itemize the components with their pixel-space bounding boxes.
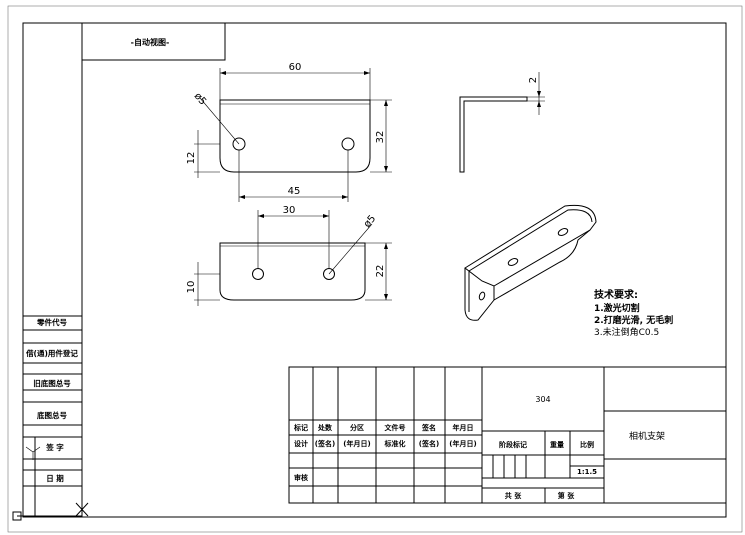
side-label-date: 日 期: [46, 473, 64, 483]
tech-item-3: 3.未注倒角C0.5: [594, 326, 659, 338]
tech-requirements: 技术要求: 1.激光切割 2.打磨光滑, 无毛刺 3.未注倒角C0.5: [594, 288, 673, 338]
tb-material: 304: [535, 395, 550, 404]
isometric-view: [464, 204, 597, 321]
title-block: 标记 处数 分区 文件号 签名 年月日 设计 (签名) (年月日) 标准化 (签…: [288, 366, 727, 504]
dim-32: 32: [375, 131, 386, 144]
iso-hole-3: [478, 291, 486, 301]
hole-right-top: [341, 137, 355, 151]
side-registry: 零件代号 借(通)用件登记 旧底图总号 底图总号 签 字 日 期: [22, 315, 83, 518]
tb-design-label: 设计: [294, 439, 308, 448]
dim-12: 12: [186, 152, 197, 165]
tb-audit-label: 审核: [294, 473, 308, 482]
tb-design-date: (年月日): [343, 439, 370, 448]
tech-title: 技术要求:: [594, 288, 638, 301]
dim-thickness-2: 2: [528, 77, 539, 83]
outer-border: [7, 5, 743, 533]
side-view: 2: [459, 72, 545, 173]
dim-10: 10: [186, 281, 197, 294]
tb-stage-label: 阶段标记: [499, 440, 527, 449]
tb-standard-date: (年月日): [449, 439, 476, 448]
tb-header-zone: 分区: [350, 423, 364, 432]
tb-standard-label: 标准化: [384, 439, 406, 448]
tb-header-date: 年月日: [453, 423, 474, 432]
tb-standard-sign: (签名): [419, 439, 439, 448]
dim-60: 60: [289, 62, 302, 73]
tb-design-sign: (签名): [315, 439, 335, 448]
tb-scale-label: 比例: [580, 440, 594, 449]
side-label-old-base: 旧底图总号: [33, 378, 71, 388]
tb-weight-label: 重量: [550, 440, 564, 449]
side-label-part-code: 零件代号: [36, 317, 67, 327]
inner-frame: [22, 22, 727, 518]
dim-hole-dia-bottom: ø5: [362, 213, 378, 230]
tb-sheets-total: 共 张: [505, 491, 522, 500]
hole-right-front: [323, 268, 335, 280]
iso-hole-2: [557, 228, 569, 236]
top-view: 60 32 12 45 ø5: [186, 62, 392, 202]
view-title-box: -自动视图-: [81, 22, 226, 61]
tb-sheet-no: 第 张: [558, 491, 575, 500]
side-label-sign: 签 字: [45, 442, 64, 452]
tb-header-doc: 文件号: [385, 423, 406, 432]
tech-item-1: 1.激光切割: [594, 302, 640, 314]
dim-45: 45: [288, 186, 301, 197]
front-view: 30 ø5 22 10: [186, 205, 392, 306]
tb-header-mark: 标记: [293, 423, 308, 432]
dim-22: 22: [375, 265, 386, 278]
side-label-base: 底图总号: [37, 410, 67, 420]
tech-item-2: 2.打磨光滑, 无毛刺: [594, 314, 673, 326]
tb-part-name: 相机支架: [629, 430, 665, 442]
tb-scale-value: 1:1.5: [577, 468, 597, 476]
tb-header-count: 处数: [317, 423, 333, 432]
side-label-borrowed: 借(通)用件登记: [25, 348, 78, 358]
corner-marks: [12, 502, 89, 521]
view-title: -自动视图-: [131, 37, 170, 47]
tb-header-sign: 签名: [421, 423, 436, 432]
hole-left-front: [252, 268, 264, 280]
dim-30: 30: [283, 205, 296, 216]
iso-hole-1: [507, 258, 519, 266]
